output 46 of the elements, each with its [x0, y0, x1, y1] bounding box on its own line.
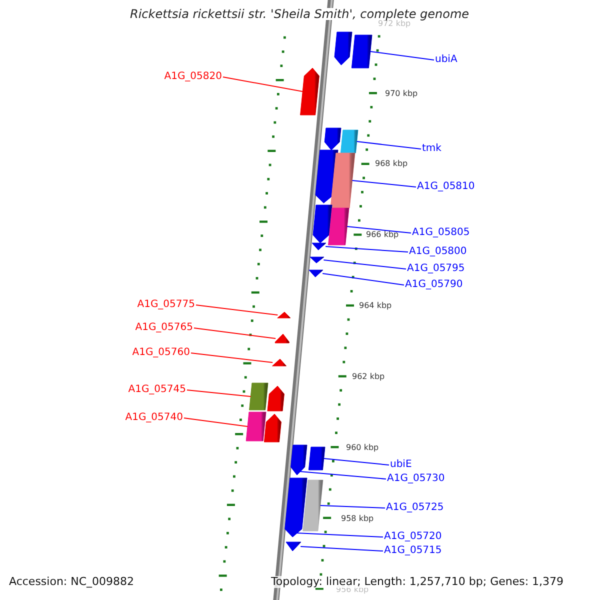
leader-line	[320, 505, 386, 508]
scale-label: 966 kbp	[366, 229, 399, 241]
gene-label: ubiE	[390, 459, 412, 471]
scale-label: 960 kbp	[346, 442, 379, 454]
leader-line	[323, 260, 406, 270]
leader-line	[190, 352, 274, 363]
gene-label: ubiA	[435, 54, 458, 66]
scale-label: 972 kbp	[378, 19, 411, 30]
leader-line	[346, 226, 412, 234]
leader-line	[296, 532, 384, 538]
leader-line	[222, 76, 304, 92]
leader-line	[322, 273, 404, 286]
genome-summary: Topology: linear; Length: 1,257,710 bp; Genes: 1,379	[271, 576, 564, 588]
gene-label: A1G_05740	[125, 412, 183, 424]
scale-label: 968 kbp	[375, 158, 408, 170]
leader-line	[186, 390, 252, 397]
gene-label: A1G_05795	[407, 263, 465, 275]
leader-line	[194, 328, 276, 339]
leader-line	[184, 418, 248, 427]
scale-label: 964 kbp	[359, 300, 392, 312]
gene-label: A1G_05715	[384, 545, 442, 557]
leader-line	[196, 304, 278, 316]
leader-line	[300, 546, 384, 552]
gene-label: A1G_05760	[132, 347, 190, 359]
gene-label: tmk	[422, 143, 442, 155]
scale-label: 962 kbp	[352, 371, 385, 383]
gene-label: A1G_05810	[417, 181, 475, 193]
gene-label: A1G_05800	[409, 246, 467, 258]
gene-label: A1G_05765	[135, 322, 193, 334]
gene-label: A1G_05730	[387, 473, 445, 485]
gene-label: A1G_05775	[137, 299, 195, 311]
gene-label: A1G_05720	[384, 531, 442, 543]
gene-label: A1G_05820	[164, 71, 222, 83]
leader-line	[323, 458, 390, 466]
diagram-title: Rickettsia rickettsii str. 'Sheila Smith', complete genome	[128, 8, 472, 20]
accession-note: Accession: NC_009882	[9, 576, 134, 588]
leader-line	[352, 180, 416, 188]
leader-line	[300, 471, 386, 480]
gene-label: A1G_05805	[412, 227, 470, 239]
gene-label: A1G_05790	[405, 279, 463, 291]
gene-label: A1G_05745	[128, 384, 186, 396]
scale-label: 958 kbp	[341, 513, 374, 525]
gene-label: A1G_05725	[386, 502, 444, 514]
scale-label: 956 kbp	[336, 585, 369, 596]
scale-label: 970 kbp	[385, 88, 418, 100]
leader-line	[325, 246, 408, 252]
